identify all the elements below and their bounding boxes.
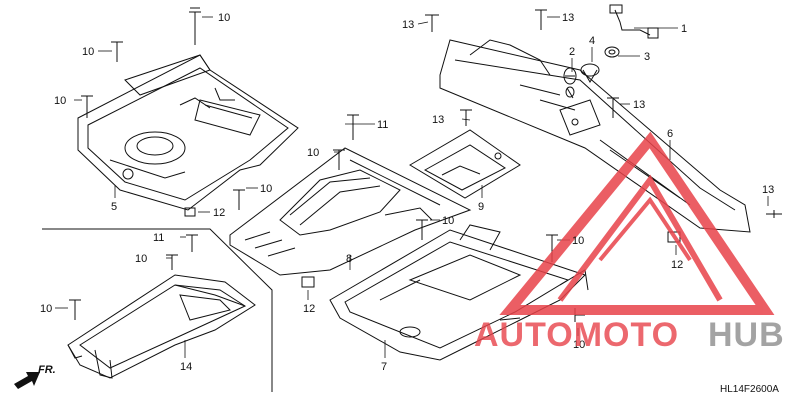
callout-c10h: 10 — [573, 339, 585, 351]
callout-c10e: 10 — [260, 183, 272, 195]
callout-c10g: 10 — [572, 235, 584, 247]
callout-c11b: 11 — [153, 232, 164, 244]
part-14-guard — [67, 274, 256, 379]
callout-c12a: 12 — [213, 207, 225, 219]
watermark-text-grey: HUB — [708, 316, 785, 354]
front-direction-label: FR. — [38, 364, 56, 376]
callout-c8: 8 — [346, 253, 352, 265]
callout-c3: 3 — [644, 51, 650, 63]
callout-c10a: 10 — [82, 46, 94, 58]
callout-c9: 9 — [478, 201, 484, 213]
front-direction-arrow — [14, 372, 40, 389]
callout-c10d: 10 — [307, 147, 319, 159]
callout-c13e: 13 — [432, 114, 444, 126]
callout-c13d: 13 — [762, 184, 774, 196]
part-8-floor-mat — [229, 147, 472, 276]
callout-c10b: 10 — [218, 12, 230, 24]
callout-c6: 6 — [667, 128, 673, 140]
part-5-floor-panel — [77, 54, 299, 211]
callout-c13c: 13 — [633, 99, 645, 111]
callout-c5: 5 — [111, 201, 117, 213]
callout-c4: 4 — [589, 35, 595, 47]
callout-c11a: 11 — [377, 119, 388, 131]
callout-c10c: 10 — [54, 95, 66, 107]
leader-lines — [55, 16, 769, 358]
callout-c13b: 13 — [562, 12, 574, 24]
callout-c13a: 13 — [402, 19, 414, 31]
watermark-logo — [499, 131, 775, 315]
diagram-code: HL14F2600A — [720, 384, 779, 395]
section-frame — [42, 228, 273, 392]
callout-c12c: 12 — [671, 259, 683, 271]
callout-c7: 7 — [381, 361, 387, 373]
callout-c14: 14 — [180, 361, 192, 373]
callout-c10j: 10 — [40, 303, 52, 315]
part-6-side-rail — [439, 39, 751, 233]
callout-c2: 2 — [569, 46, 575, 58]
watermark-text-red: AUTOMOTO — [474, 316, 679, 354]
callout-c10i: 10 — [135, 253, 147, 265]
callout-c1: 1 — [681, 23, 687, 35]
part-9-plate — [409, 129, 521, 199]
callout-c12b: 12 — [303, 303, 315, 315]
callout-c10f: 10 — [442, 215, 454, 227]
